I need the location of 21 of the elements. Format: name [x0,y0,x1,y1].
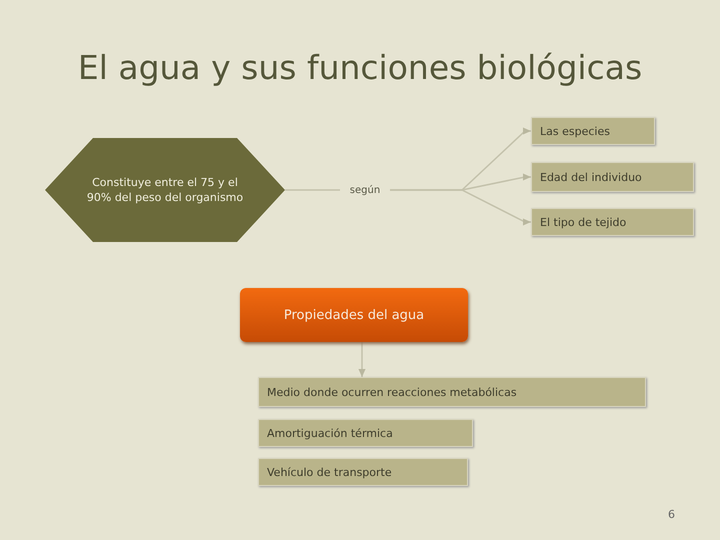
connector-text: según [340,180,390,200]
connector [285,189,340,191]
node-text: Edad del individuo [540,170,642,184]
list-box [258,419,473,447]
list-box [531,117,655,145]
node-text: El tipo de tejido [540,216,626,228]
node-text: Propiedades del agua [284,308,424,322]
node-text: Medio donde ocurren reacciones metabólicas [267,386,517,398]
list-box [531,208,694,236]
list-box [531,162,694,192]
node-text: Constituye entre el 75 y el 90% del peso del organismo [86,174,244,206]
list-box [258,377,646,407]
heading-box [240,288,468,342]
list-box [258,458,468,486]
node-text: Vehículo de transporte [267,466,392,478]
node-text: Las especies [540,124,610,138]
connector [358,342,366,377]
page-number: 6 [668,508,675,521]
node-text: Amortiguación térmica [267,426,393,440]
hexagon-shape [45,138,285,242]
slide-title: El agua y sus funciones biológicas [76,48,644,87]
